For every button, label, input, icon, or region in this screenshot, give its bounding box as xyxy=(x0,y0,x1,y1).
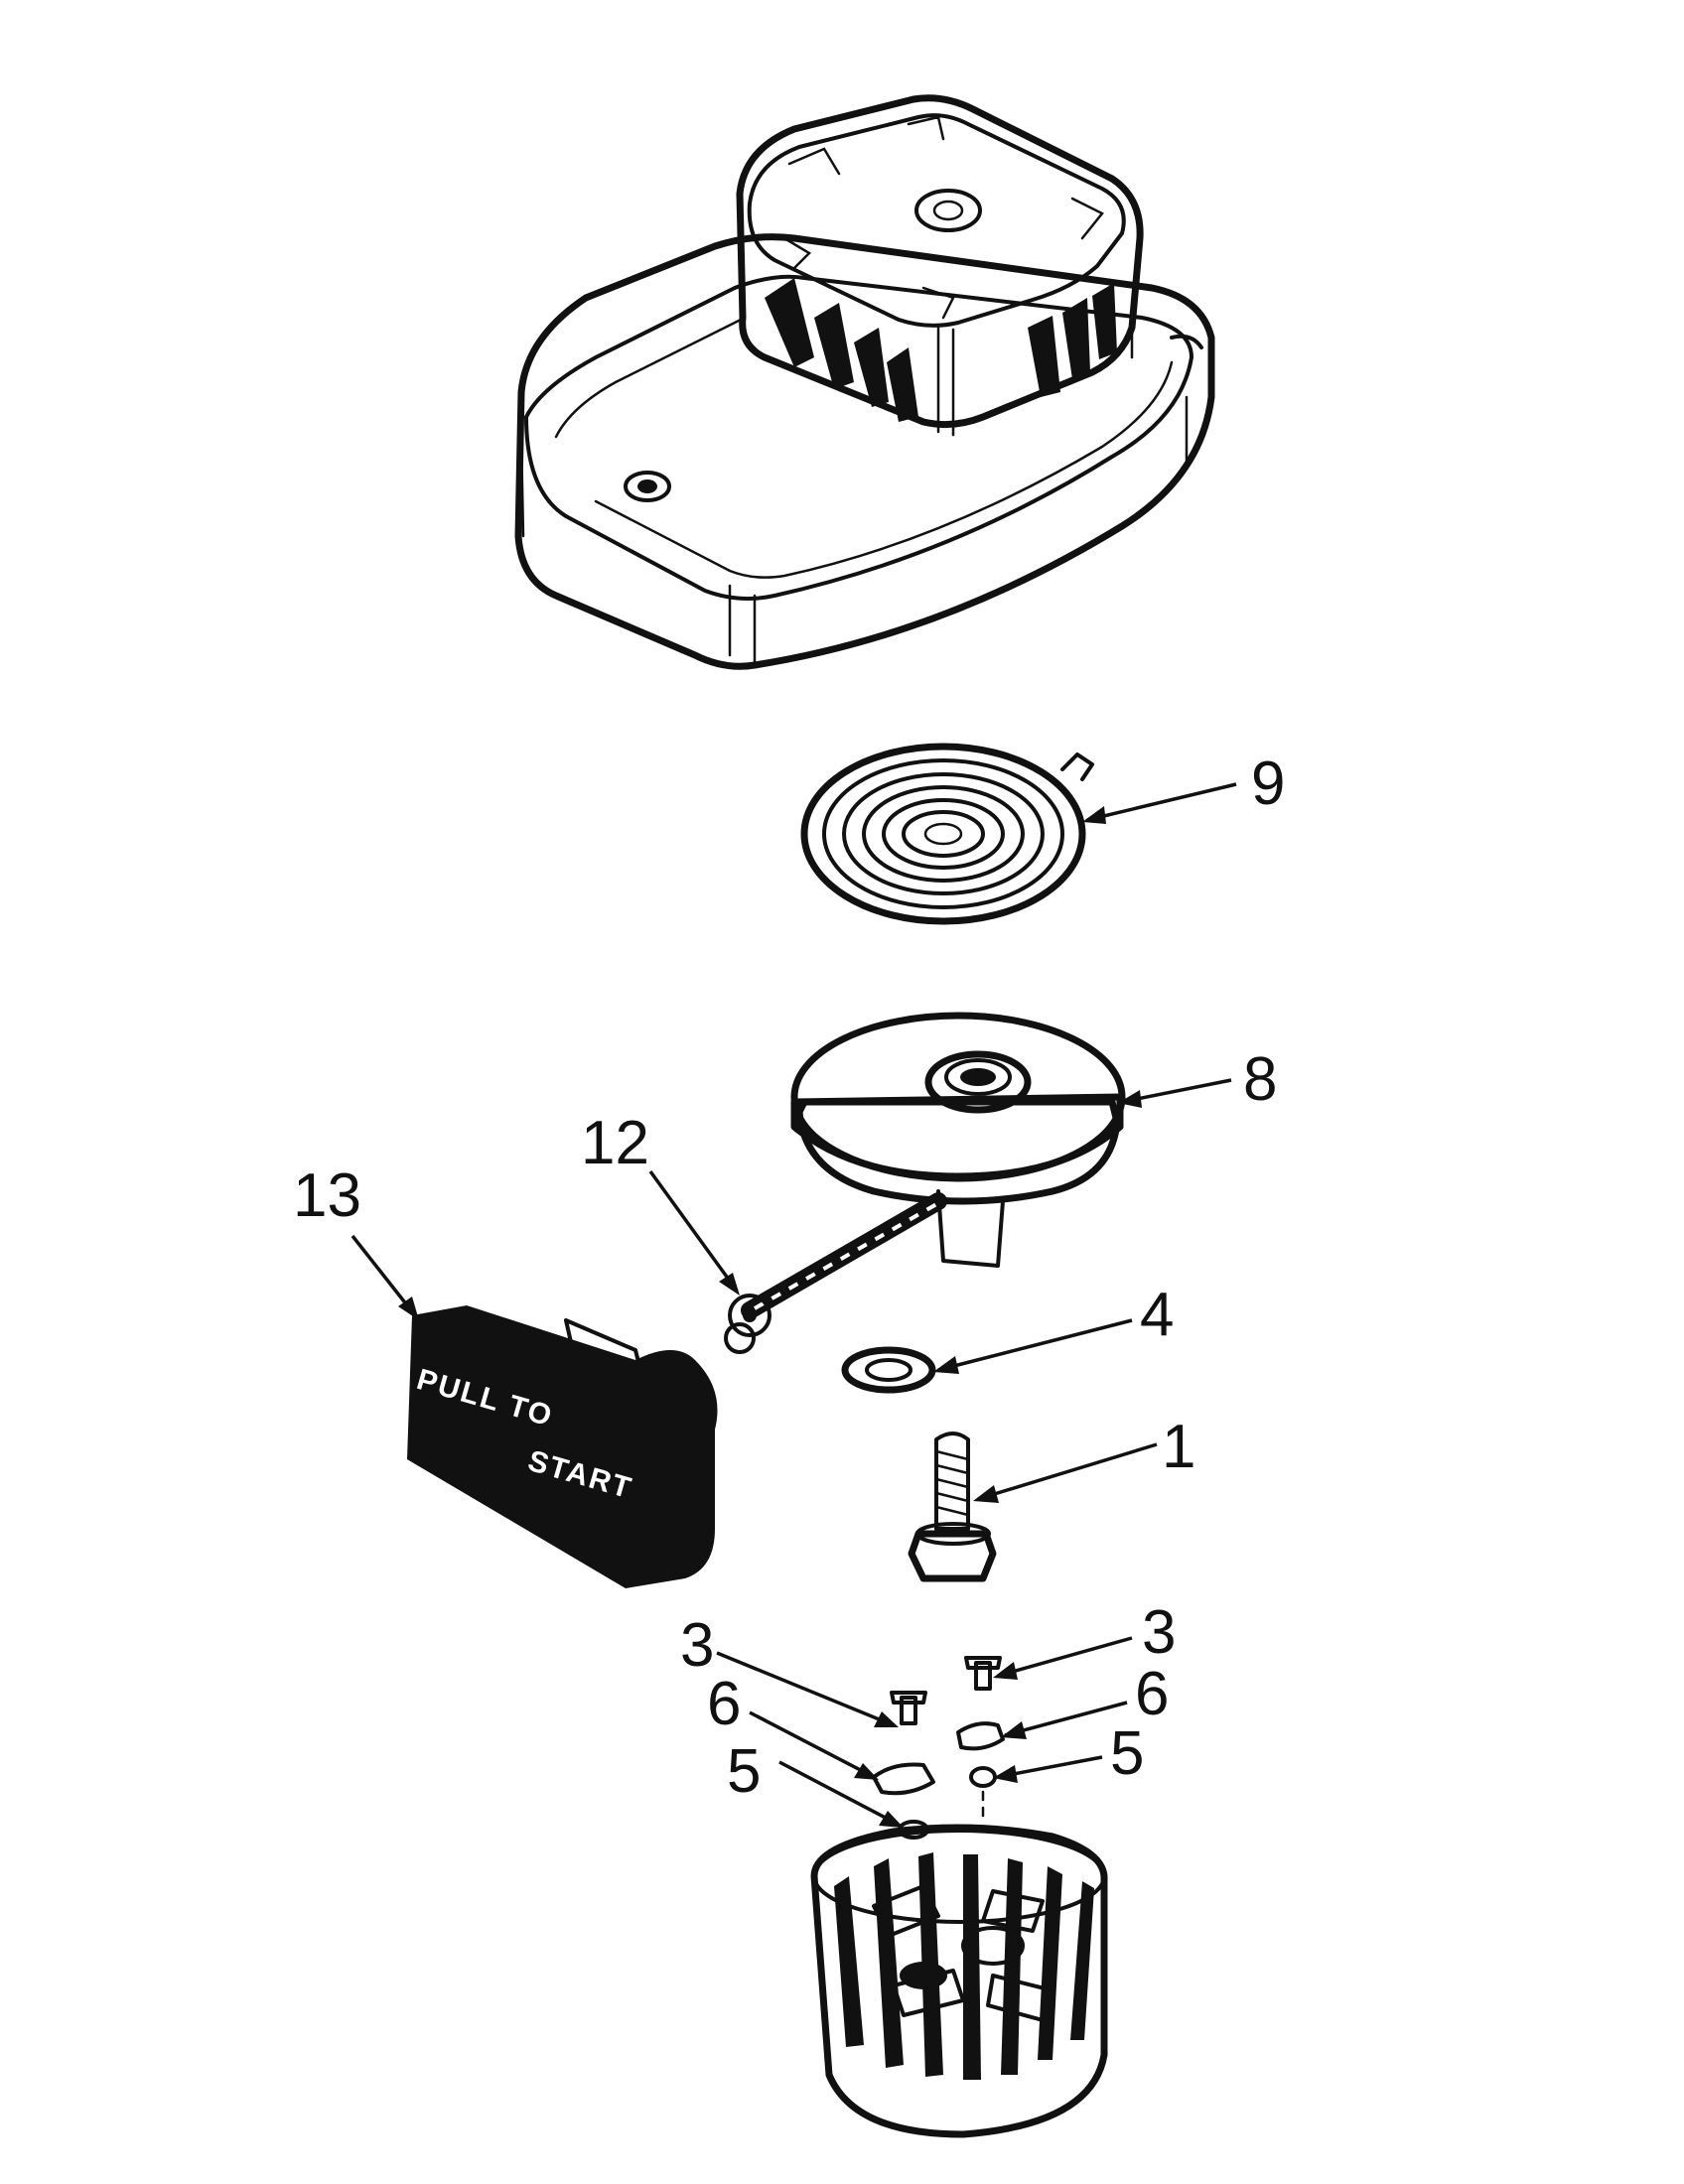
callout-3-right: 3 xyxy=(1142,1598,1176,1667)
callout-3-left: 3 xyxy=(680,1611,714,1680)
callout-9: 9 xyxy=(1251,750,1285,818)
leader-lines xyxy=(351,782,1237,1828)
callout-5-left: 5 xyxy=(727,1737,761,1806)
pawl-left xyxy=(872,1762,935,1796)
spring-clip-right xyxy=(969,1766,997,1788)
starter-housing xyxy=(514,94,1215,670)
starter-rope xyxy=(724,1192,947,1354)
callout-6-right: 6 xyxy=(1135,1660,1169,1728)
callout-12: 12 xyxy=(581,1109,649,1177)
callout-5-right: 5 xyxy=(1110,1719,1144,1788)
bolt xyxy=(908,1432,997,1582)
callout-labels: 9 8 12 13 4 1 3 3 6 6 5 5 xyxy=(293,750,1285,1806)
callout-4: 4 xyxy=(1140,1281,1174,1349)
callout-6-left: 6 xyxy=(707,1670,741,1738)
callout-8: 8 xyxy=(1243,1045,1277,1114)
rope-pulley xyxy=(790,1012,1126,1268)
callout-1: 1 xyxy=(1162,1413,1195,1481)
pawl-right xyxy=(956,1721,1005,1751)
pawl-screw-left xyxy=(890,1691,927,1725)
recoil-spring xyxy=(800,743,1094,925)
callout-13: 13 xyxy=(293,1161,361,1230)
washer xyxy=(841,1346,936,1394)
pawl-screw-right xyxy=(964,1656,1002,1691)
starter-handle: PULL TO START xyxy=(407,1305,718,1588)
flywheel-fan xyxy=(810,1824,1108,2138)
